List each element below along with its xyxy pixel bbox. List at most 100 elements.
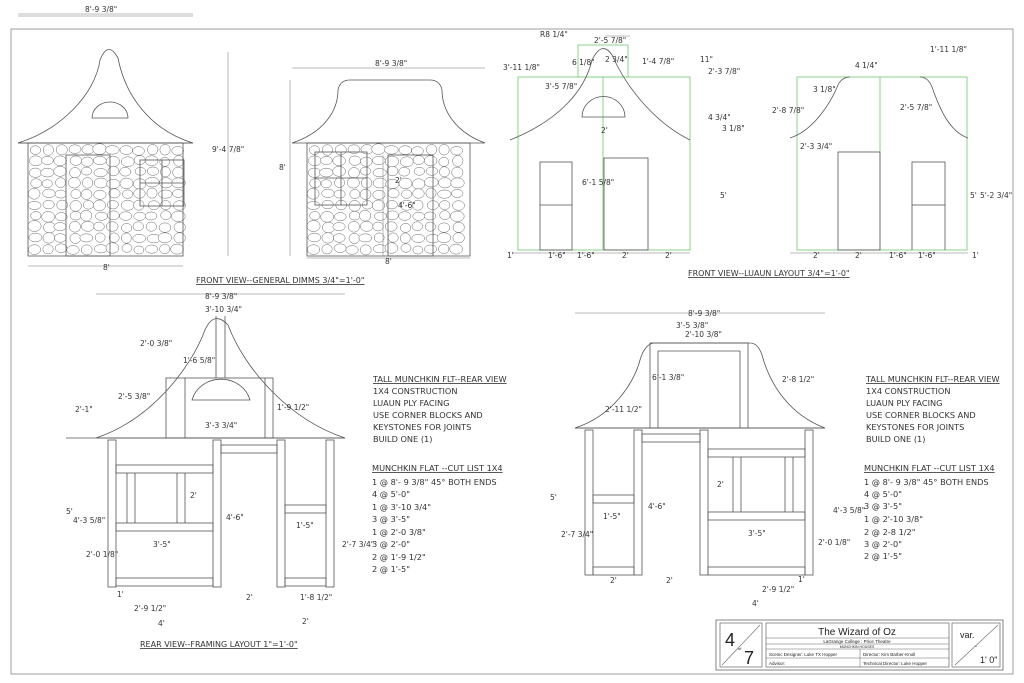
stone bbox=[160, 200, 172, 210]
venue: LaGrange College : Price Theatre bbox=[823, 639, 891, 644]
dim-label: 3'-11 1/8" bbox=[503, 63, 540, 72]
roof-outline bbox=[17, 49, 194, 144]
note-line: 1X4 CONSTRUCTION bbox=[373, 386, 458, 396]
window bbox=[911, 161, 946, 206]
roof-outline bbox=[291, 79, 486, 144]
stone bbox=[107, 210, 120, 221]
stone bbox=[40, 167, 55, 178]
stone bbox=[145, 244, 159, 254]
note-line: LUAUN PLY FACING bbox=[866, 398, 943, 408]
dim-label: 2'-1" bbox=[75, 405, 93, 414]
stone bbox=[321, 232, 335, 244]
stone bbox=[321, 244, 333, 255]
stone bbox=[424, 155, 438, 167]
stone bbox=[398, 177, 413, 190]
note-line: LUAUN PLY FACING bbox=[373, 398, 450, 408]
stone bbox=[29, 145, 41, 155]
stone bbox=[347, 144, 361, 154]
stone bbox=[66, 245, 80, 255]
stone bbox=[67, 177, 81, 189]
dim-label: 3'-5" bbox=[748, 529, 766, 538]
advisor: Advisor: bbox=[769, 661, 785, 666]
stone bbox=[423, 211, 437, 221]
stone bbox=[439, 210, 451, 220]
dim-label: 2'-8 7/8" bbox=[772, 106, 804, 115]
sheet-total: 7 bbox=[744, 648, 754, 668]
cut-item: 1 @ 8'- 9 3/8" 45° BOTH ENDS bbox=[864, 477, 989, 487]
stone bbox=[95, 211, 108, 221]
note-line: USE CORNER BLOCKS AND bbox=[373, 410, 483, 420]
stone bbox=[93, 244, 108, 254]
caption-front-luaun: FRONT VIEW--LUAUN LAYOUT 3/4"=1'-0" bbox=[688, 269, 850, 278]
stone bbox=[384, 221, 398, 232]
stone bbox=[348, 200, 361, 212]
stone bbox=[452, 232, 465, 244]
stone bbox=[145, 221, 157, 232]
stone bbox=[92, 199, 106, 212]
note-line: BUILD ONE (1) bbox=[373, 434, 432, 444]
front-view-short-house: 8'-9 3/8" 8' 2' 4'-6" 8' bbox=[279, 59, 486, 266]
stone bbox=[120, 199, 135, 211]
dim-label: 2' bbox=[395, 176, 402, 185]
stone bbox=[105, 221, 119, 232]
note-line: KEYSTONES FOR JOINTS bbox=[866, 422, 964, 432]
stone bbox=[93, 156, 107, 165]
stone bbox=[70, 189, 82, 199]
stone bbox=[81, 220, 95, 232]
stone bbox=[42, 199, 55, 210]
stone bbox=[158, 189, 173, 199]
stone bbox=[398, 145, 412, 155]
stone bbox=[30, 178, 42, 189]
stone bbox=[449, 243, 463, 255]
note-line: BUILD ONE (1) bbox=[866, 434, 925, 444]
stone bbox=[384, 155, 399, 168]
stone bbox=[412, 199, 424, 211]
stone bbox=[360, 166, 371, 176]
dim-label: 2'-5 7/8" bbox=[900, 103, 932, 112]
stone bbox=[452, 200, 465, 211]
cut-item: 1 @ 2'-10 3/8" bbox=[864, 514, 923, 524]
dim-label: 1'-6" bbox=[889, 251, 907, 260]
dim-label: 8'-9 3/8" bbox=[85, 5, 117, 14]
stone bbox=[42, 244, 54, 255]
dim-label: 2'-8 1/2" bbox=[782, 375, 814, 384]
stone bbox=[333, 189, 346, 199]
dim-label: 2' bbox=[190, 491, 197, 500]
stone bbox=[133, 211, 146, 221]
stone bbox=[27, 201, 42, 210]
dim-label: 1' bbox=[798, 575, 805, 584]
stone bbox=[385, 200, 398, 210]
stone bbox=[372, 221, 384, 232]
stone bbox=[55, 212, 68, 222]
stone bbox=[424, 221, 436, 232]
stone bbox=[359, 188, 372, 200]
stone bbox=[119, 177, 134, 190]
cut-item: 4 @ 5'-0" bbox=[864, 489, 902, 499]
dim-label: 6'-1 5/8" bbox=[582, 178, 614, 187]
cut-item: 2 @ 1'-5" bbox=[864, 551, 902, 561]
stone bbox=[42, 232, 56, 244]
dim-label: R8 1/4" bbox=[540, 30, 568, 39]
stone bbox=[348, 233, 360, 244]
stone bbox=[80, 244, 93, 256]
stone bbox=[53, 166, 67, 177]
dim-label: 2'-0 3/8" bbox=[140, 339, 172, 348]
stone bbox=[319, 167, 334, 178]
scale-top: var. bbox=[960, 630, 975, 640]
stone bbox=[361, 177, 373, 189]
dim-label: 2' bbox=[601, 126, 608, 135]
stone bbox=[386, 166, 399, 177]
stone bbox=[69, 167, 81, 179]
dim-label: 3'-5" bbox=[153, 540, 171, 549]
stone-texture bbox=[306, 143, 465, 256]
stone bbox=[119, 145, 133, 155]
stone bbox=[387, 188, 400, 199]
dim-label: 4'-3 5/8" bbox=[833, 506, 865, 515]
stone bbox=[121, 243, 133, 253]
stone bbox=[309, 211, 321, 221]
stone bbox=[360, 220, 374, 232]
stone bbox=[349, 189, 361, 199]
stone bbox=[171, 210, 186, 222]
stone bbox=[147, 200, 160, 210]
